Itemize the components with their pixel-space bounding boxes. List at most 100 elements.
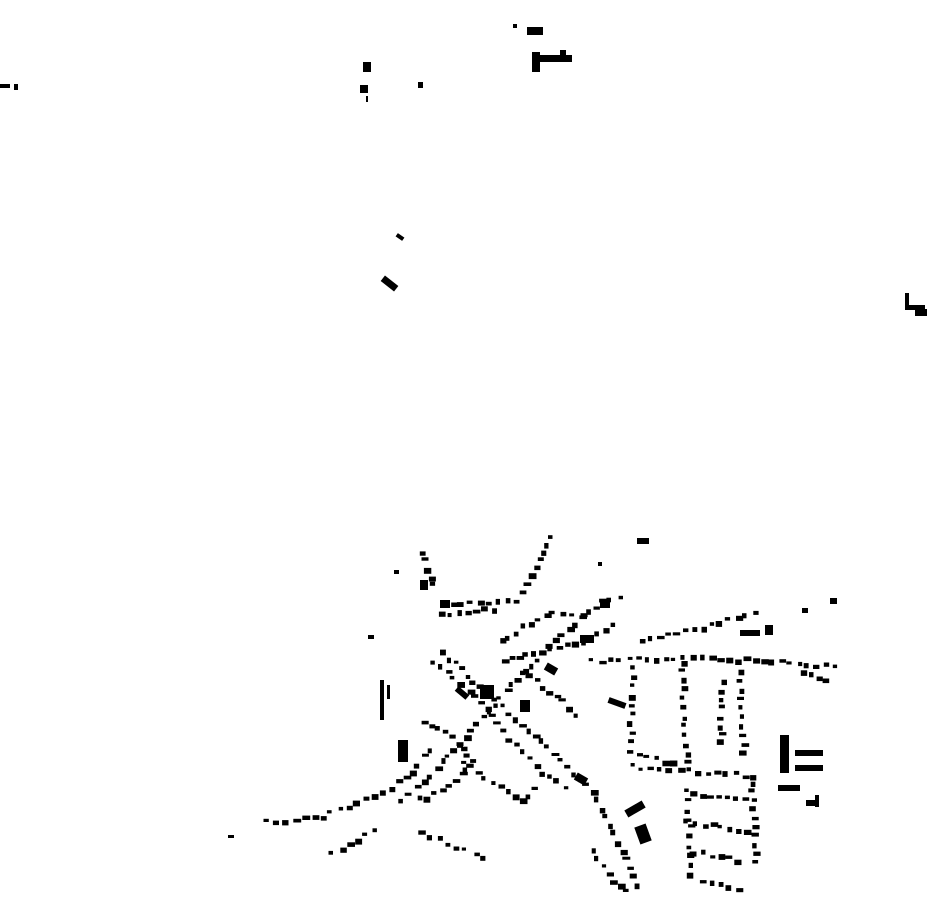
building: [360, 85, 368, 93]
building: [615, 658, 621, 663]
building: [709, 655, 717, 661]
building: [525, 794, 531, 800]
building: [683, 628, 689, 633]
building: [751, 816, 759, 821]
building: [724, 795, 730, 800]
building: [435, 766, 444, 772]
building: [527, 756, 533, 760]
building: [742, 797, 750, 801]
building: [665, 768, 673, 774]
building: [629, 731, 636, 735]
building: [736, 615, 744, 621]
building: [444, 754, 450, 758]
building: [687, 852, 695, 858]
building: [719, 732, 727, 736]
building: [806, 800, 818, 806]
building: [560, 611, 567, 617]
building: [504, 688, 513, 692]
building: [656, 767, 662, 772]
building: [622, 888, 629, 892]
building: [780, 735, 789, 773]
building: [544, 613, 552, 618]
building: [457, 743, 463, 748]
building: [263, 818, 269, 822]
building: [681, 686, 689, 692]
building: [627, 656, 633, 660]
building: [525, 673, 533, 679]
building: [417, 795, 423, 801]
building: [496, 696, 501, 700]
building: [701, 626, 707, 633]
building: [753, 658, 761, 664]
building: [551, 753, 560, 756]
building: [634, 883, 640, 890]
building: [532, 734, 541, 739]
building: [486, 708, 491, 715]
building: [418, 830, 426, 835]
building: [672, 632, 681, 636]
building: [739, 724, 744, 730]
building: [505, 738, 513, 743]
building: [514, 742, 520, 747]
building: [445, 784, 452, 788]
building: [573, 713, 578, 718]
building: [501, 659, 510, 664]
building: [610, 829, 616, 836]
building: [593, 606, 600, 610]
building: [624, 800, 646, 818]
building: [282, 820, 289, 826]
building: [717, 725, 723, 731]
building: [543, 662, 559, 676]
building: [538, 738, 544, 744]
building: [485, 601, 492, 606]
building: [340, 847, 347, 853]
building: [472, 609, 481, 614]
building: [735, 659, 742, 665]
building: [718, 854, 726, 860]
building: [520, 623, 526, 629]
building: [678, 767, 686, 773]
building: [739, 688, 745, 694]
building: [717, 716, 724, 721]
building: [527, 27, 543, 35]
building: [454, 686, 470, 700]
building: [779, 659, 787, 663]
building: [685, 752, 692, 758]
building: [465, 675, 471, 679]
building: [670, 657, 676, 661]
building: [514, 678, 522, 683]
building: [714, 770, 722, 775]
building: [506, 789, 511, 795]
building: [380, 680, 384, 720]
building: [724, 617, 731, 621]
building: [768, 659, 775, 666]
building: [548, 535, 553, 539]
building: [739, 750, 747, 756]
building: [709, 880, 715, 886]
building: [453, 846, 460, 851]
building: [654, 755, 659, 760]
building: [534, 658, 540, 663]
building: [588, 635, 594, 641]
building: [438, 664, 443, 670]
building: [606, 872, 614, 877]
building: [602, 813, 608, 819]
building: [599, 598, 607, 603]
building: [692, 821, 697, 827]
building: [512, 717, 518, 724]
building: [513, 24, 517, 28]
building: [553, 778, 559, 784]
building: [725, 885, 732, 891]
building: [481, 714, 488, 719]
building: [618, 883, 626, 890]
building: [630, 665, 635, 670]
building: [293, 818, 302, 823]
building: [452, 779, 461, 783]
building: [580, 613, 588, 618]
building: [670, 760, 678, 767]
building: [513, 599, 520, 604]
building: [679, 695, 685, 700]
building: [627, 866, 634, 870]
building: [451, 602, 457, 607]
